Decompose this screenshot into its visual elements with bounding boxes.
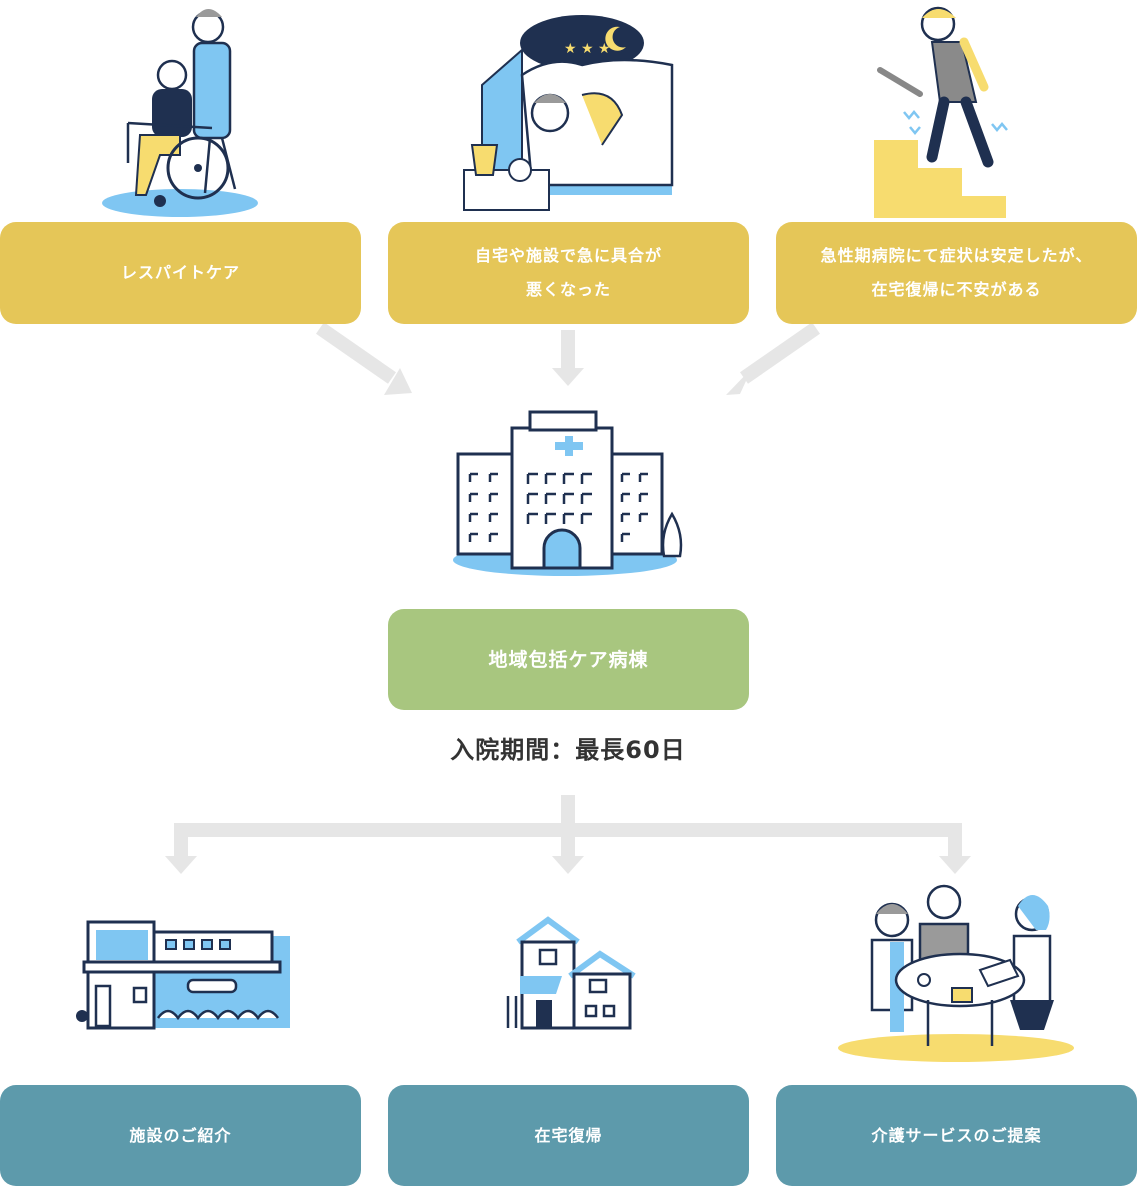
stairs-difficulty-icon [874, 6, 1008, 218]
source-label-acute-hospital-line2: 在宅復帰に不安がある [871, 280, 1042, 299]
stay-duration-text: 入院期間：最長60日 [450, 736, 686, 764]
outcome-box-care-service-proposal: 介護サービスのご提案 [776, 1085, 1137, 1186]
sick-in-bed-icon: ★ ★ ★ [463, 15, 674, 211]
outcome-label-care-service-proposal: 介護サービスのご提案 [871, 1125, 1042, 1145]
care-facility-icon [76, 920, 290, 1030]
source-label-sudden-illness-line1: 自宅や施設で急に具合が [474, 246, 662, 265]
home-house-icon [506, 916, 636, 1030]
source-label-sudden-illness-line2: 悪くなった [525, 280, 611, 299]
outcome-label-home-return: 在宅復帰 [534, 1125, 603, 1145]
source-label-respite-care: レスパイトケア [120, 263, 240, 282]
svg-text:★ ★ ★: ★ ★ ★ [564, 41, 611, 57]
source-box-respite-care: レスパイトケア [0, 222, 361, 324]
source-box-sudden-illness: 自宅や施設で急に具合が 悪くなった [388, 222, 749, 324]
source-label-acute-hospital-line1: 急性期病院にて症状は安定したが、 [820, 246, 1093, 265]
community-care-ward-label: 地域包括ケア病棟 [488, 648, 649, 671]
outcome-box-facility-referral: 施設のご紹介 [0, 1085, 361, 1186]
hospital-building-icon [453, 410, 683, 576]
wheelchair-caregiver-icon [102, 9, 258, 217]
outcome-box-home-return: 在宅復帰 [388, 1085, 749, 1186]
source-box-acute-hospital: 急性期病院にて症状は安定したが、 在宅復帰に不安がある [776, 222, 1137, 324]
outcome-label-facility-referral: 施設のご紹介 [129, 1125, 232, 1145]
community-care-ward-box: 地域包括ケア病棟 [388, 609, 749, 710]
care-consultation-icon [838, 884, 1074, 1062]
